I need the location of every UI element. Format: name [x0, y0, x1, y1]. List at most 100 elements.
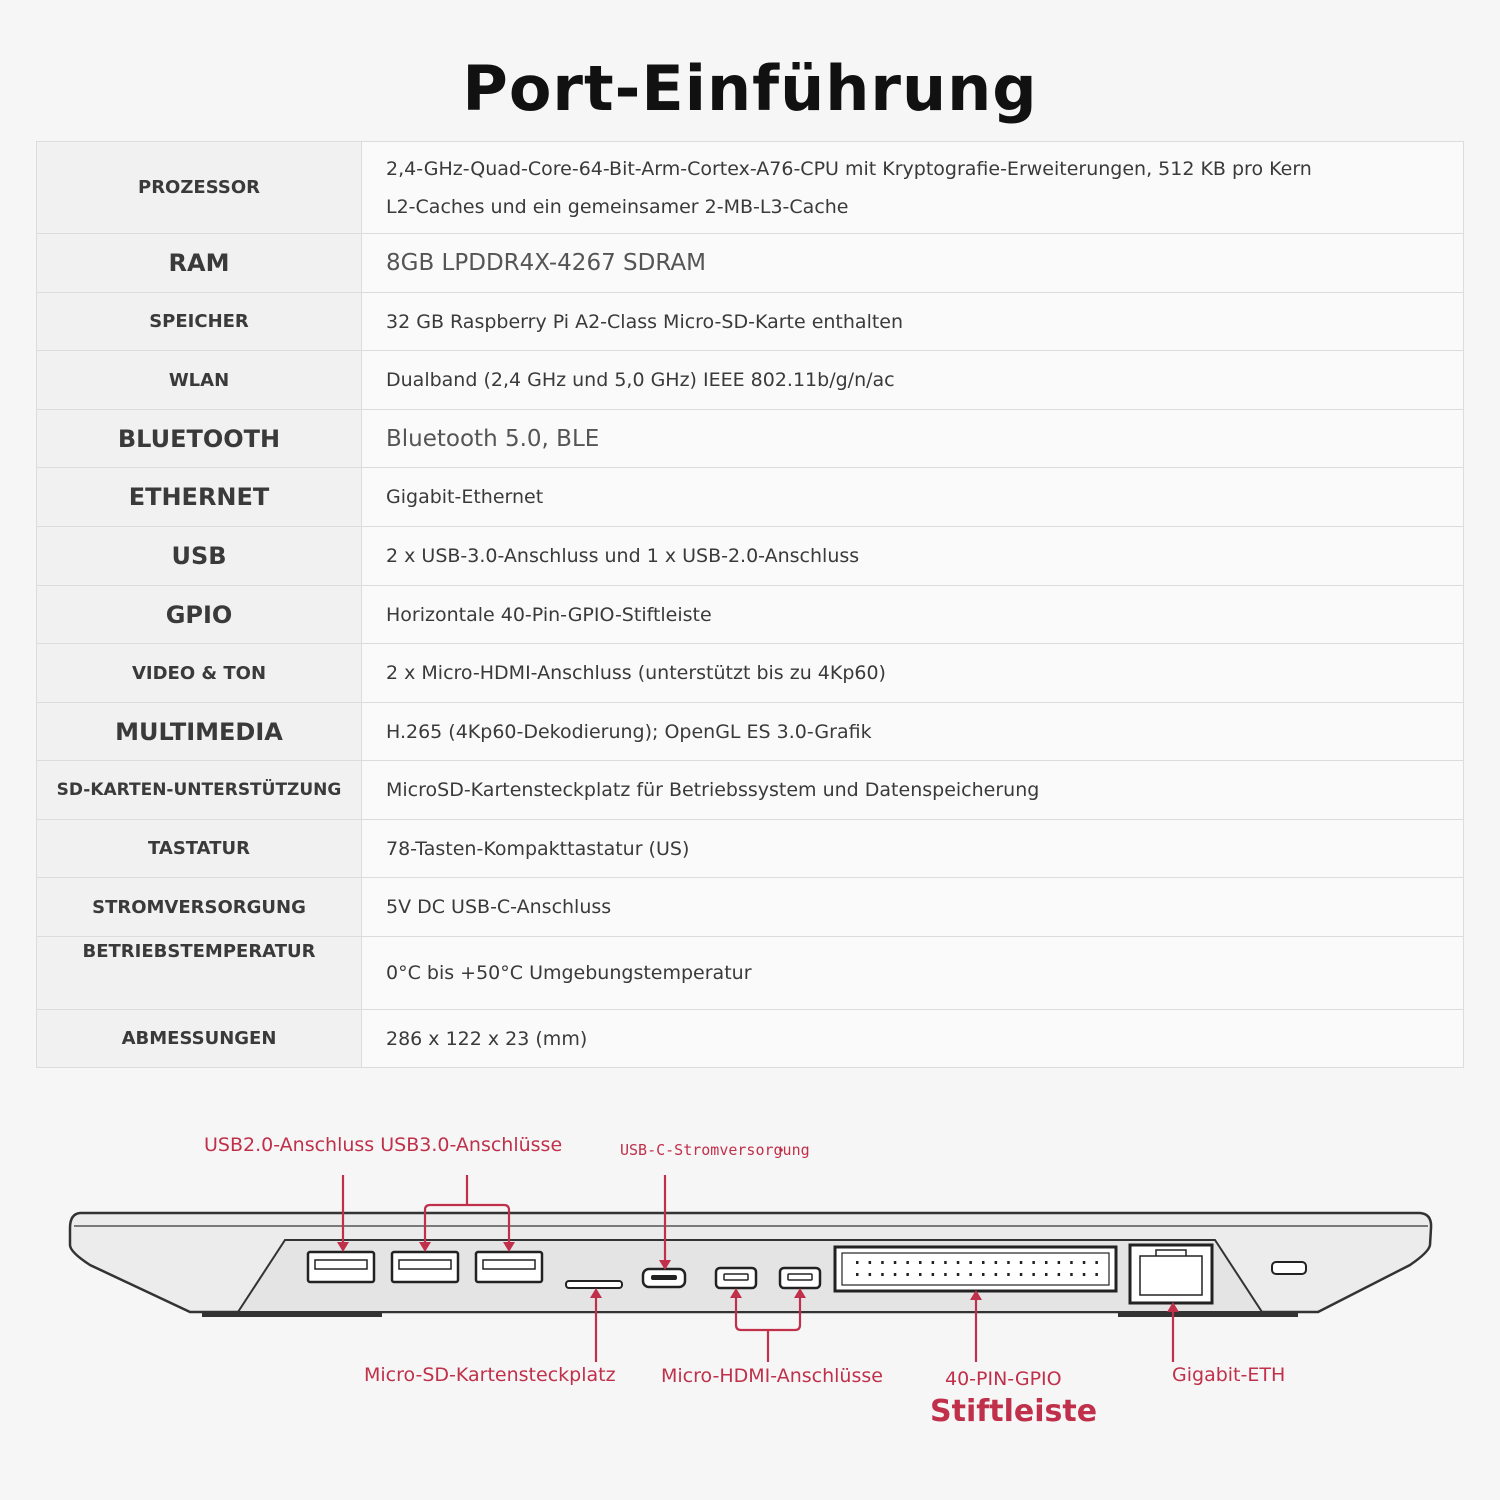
gpio-pin [856, 1261, 859, 1264]
gpio-pin [969, 1261, 972, 1264]
spec-value: 2,4-GHz-Quad-Core-64-Bit-Arm-Cortex-A76-… [361, 141, 1464, 234]
spec-value: 8GB LPDDR4X-4267 SDRAM [361, 233, 1464, 293]
spec-value-line: L2-Caches und ein gemeinsamer 2-MB-L3-Ca… [386, 195, 849, 218]
spec-label: MULTIMEDIA [36, 702, 362, 761]
table-row: ETHERNET Gigabit-Ethernet [36, 467, 1464, 527]
spec-label: PROZESSOR [36, 141, 362, 234]
ethernet-port [1128, 1243, 1214, 1305]
device-side-view [68, 1148, 1433, 1362]
spec-table: PROZESSOR 2,4-GHz-Quad-Core-64-Bit-Arm-C… [36, 141, 1464, 1068]
gpio-pin [1019, 1261, 1023, 1264]
gpio-pin [919, 1261, 922, 1264]
table-row: ABMESSUNGEN 286 x 122 x 23 (mm) [36, 1009, 1464, 1068]
gpio-pin [881, 1273, 884, 1276]
gpio-pin [919, 1273, 922, 1276]
spec-label: VIDEO & TON [36, 643, 362, 703]
spec-label: RAM [36, 233, 362, 293]
table-row: PROZESSOR 2,4-GHz-Quad-Core-64-Bit-Arm-C… [36, 141, 1464, 234]
gpio-pin [969, 1273, 972, 1276]
gpio-pin [893, 1273, 897, 1276]
gpio-label-line2: Stiftleiste [930, 1394, 1098, 1429]
usb3-port [474, 1250, 544, 1284]
micro-hdmi-port [714, 1266, 758, 1290]
gpio-pin [1095, 1261, 1098, 1264]
spec-value: 32 GB Raspberry Pi A2-Class Micro-SD-Kar… [361, 292, 1464, 351]
usb-ports-label: USB2.0-Anschluss USB3.0-Anschlüsse [204, 1134, 563, 1156]
gpio-pin [1082, 1273, 1086, 1276]
page-title: Port-Einführung [462, 52, 1038, 125]
ethernet-label: Gigabit-ETH [1172, 1364, 1286, 1386]
gpio-pin [956, 1261, 960, 1264]
table-row: WLAN Dualband (2,4 GHz und 5,0 GHz) IEEE… [36, 350, 1464, 410]
table-row: RAM 8GB LPDDR4X-4267 SDRAM [36, 233, 1464, 293]
usb2-port [306, 1250, 376, 1284]
table-row: VIDEO & TON 2 x Micro-HDMI-Anschluss (un… [36, 643, 1464, 703]
gpio-pin [931, 1273, 935, 1276]
gpio-pin [931, 1261, 935, 1264]
table-row: BETRIEBSTEMPERATUR 0°C bis +50°C Umgebun… [36, 936, 1464, 1010]
spec-value-line: 2,4-GHz-Quad-Core-64-Bit-Arm-Cortex-A76-… [386, 157, 1312, 180]
gpio-pin [1007, 1273, 1010, 1276]
gpio-pin [1045, 1261, 1048, 1264]
gpio-pin [893, 1261, 897, 1264]
spec-label: TASTATUR [36, 819, 362, 878]
usb3-port [390, 1250, 460, 1284]
gpio-pin [881, 1261, 884, 1264]
device-foot-right [1118, 1312, 1298, 1317]
spec-value: 5V DC USB-C-Anschluss [361, 877, 1464, 937]
gpio-pin [944, 1273, 947, 1276]
table-row: SD-KARTEN-UNTERSTÜTZUNG MicroSD-Kartenst… [36, 760, 1464, 820]
gpio-pin [982, 1261, 985, 1264]
spec-value: MicroSD-Kartensteckplatz für Betriebssys… [361, 760, 1464, 820]
spec-value: Horizontale 40-Pin-GPIO-Stiftleiste [361, 585, 1464, 644]
gpio-pin [1032, 1261, 1035, 1264]
gpio-pin [1007, 1261, 1010, 1264]
micro-sd-slot [565, 1280, 623, 1289]
spec-value: Dualband (2,4 GHz und 5,0 GHz) IEEE 802.… [361, 350, 1464, 410]
table-row: SPEICHER 32 GB Raspberry Pi A2-Class Mic… [36, 292, 1464, 351]
gpio-pin [994, 1273, 998, 1276]
gpio-pin [1032, 1273, 1035, 1276]
gpio-pin [1095, 1273, 1098, 1276]
spec-label: ETHERNET [36, 467, 362, 527]
table-row: MULTIMEDIA H.265 (4Kp60-Dekodierung); Op… [36, 702, 1464, 761]
spec-value: 2 x Micro-HDMI-Anschluss (unterstützt bi… [361, 643, 1464, 703]
gpio-pin [1057, 1261, 1061, 1264]
gpio-pin [994, 1261, 998, 1264]
gpio-pin [944, 1261, 947, 1264]
spec-label: BETRIEBSTEMPERATUR [36, 936, 362, 1010]
gpio-pin [1019, 1273, 1023, 1276]
gpio-label-line1: 40-PIN-GPIO [945, 1368, 1062, 1390]
status-led [1271, 1261, 1307, 1275]
gpio-pin [956, 1273, 960, 1276]
gpio-pin [906, 1261, 909, 1264]
spec-value: 286 x 122 x 23 (mm) [361, 1009, 1464, 1068]
port-diagram: USB2.0-Anschluss USB3.0-Anschlüsse USB-C… [0, 1100, 1500, 1500]
spec-label: USB [36, 526, 362, 586]
table-row: BLUETOOTH Bluetooth 5.0, BLE [36, 409, 1464, 468]
spec-value: 78-Tasten-Kompakttastatur (US) [361, 819, 1464, 878]
gpio-pin [906, 1273, 909, 1276]
spec-value: Gigabit-Ethernet [361, 467, 1464, 527]
gpio-pin [856, 1273, 859, 1276]
table-row: TASTATUR 78-Tasten-Kompakttastatur (US) [36, 819, 1464, 878]
gpio-pin [982, 1273, 985, 1276]
micro-hdmi-port [778, 1266, 822, 1290]
spec-label: WLAN [36, 350, 362, 410]
gpio-pin [1057, 1273, 1061, 1276]
spec-value: H.265 (4Kp60-Dekodierung); OpenGL ES 3.0… [361, 702, 1464, 761]
table-row: USB 2 x USB-3.0-Anschluss und 1 x USB-2.… [36, 526, 1464, 586]
gpio-pin [1070, 1273, 1073, 1276]
gpio-pin [1070, 1261, 1073, 1264]
spec-label: GPIO [36, 585, 362, 644]
spec-label: STROMVERSORGUNG [36, 877, 362, 937]
gpio-pin [1082, 1261, 1086, 1264]
gpio-pin [868, 1273, 872, 1276]
table-row: STROMVERSORGUNG 5V DC USB-C-Anschluss [36, 877, 1464, 937]
pointer-arrowheads [337, 1242, 1179, 1312]
spec-label: BLUETOOTH [36, 409, 362, 468]
spec-value: Bluetooth 5.0, BLE [361, 409, 1464, 468]
table-row: GPIO Horizontale 40-Pin-GPIO-Stiftleiste [36, 585, 1464, 644]
spec-label: SPEICHER [36, 292, 362, 351]
micro-hdmi-label: Micro-HDMI-Anschlüsse [661, 1365, 883, 1387]
